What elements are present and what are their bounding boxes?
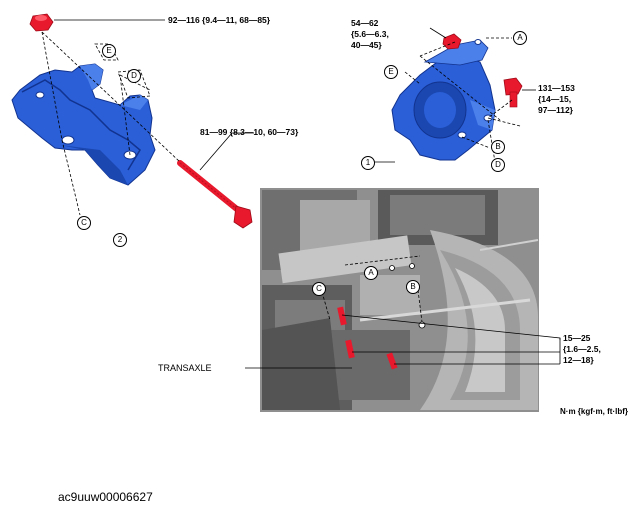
- figure-id: ac9uuw00006627: [58, 490, 153, 504]
- callout-d-left: D: [127, 69, 141, 83]
- dashed-guides: [41, 31, 521, 323]
- torque-label-photo-l2: {1.6—2.5,: [563, 344, 601, 354]
- callout-b-photo: B: [406, 280, 420, 294]
- units-label: N·m {kgf·m, ft·lbf}: [560, 407, 628, 416]
- torque-label-long-bolt: 81—99 {8.3—10, 60—73}: [200, 127, 299, 137]
- torque-label-photo-l3: 12—18}: [563, 355, 594, 365]
- callout-c-left: C: [77, 216, 91, 230]
- torque-label-photo-l1: 15—25: [563, 333, 591, 343]
- engine-mount-rubber: [391, 39, 496, 161]
- leader-lines: [54, 19, 561, 369]
- torque-label-right-l1: 131—153: [538, 83, 575, 93]
- callout-b-right: B: [491, 140, 505, 154]
- callout-a-photo: A: [364, 266, 378, 280]
- callout-2: 2: [113, 233, 127, 247]
- torque-label-right-l2: {14—15,: [538, 94, 572, 104]
- callout-d-right: D: [491, 158, 505, 172]
- callout-a-right: A: [513, 31, 527, 45]
- nut-top-left: [29, 13, 54, 32]
- nut-upper-right: [442, 33, 462, 50]
- torque-label-right-l3: 97—112}: [538, 105, 573, 115]
- torque-label-upper-right-l3: 40—45}: [351, 40, 382, 50]
- callout-1: 1: [361, 156, 375, 170]
- torque-label-upper-right-l2: {5.6—6.3,: [351, 29, 389, 39]
- callout-e-left: E: [102, 44, 116, 58]
- engine-photo: [260, 188, 539, 412]
- bolt-right: [503, 77, 523, 108]
- callout-c-photo: C: [312, 282, 326, 296]
- transaxle-label: TRANSAXLE: [158, 363, 212, 373]
- torque-label-top-nut: 92—116 {9.4—11, 68—85}: [168, 15, 271, 25]
- torque-label-upper-right-l1: 54—62: [351, 18, 379, 28]
- long-bolt: [177, 160, 253, 229]
- callout-e-right: E: [384, 65, 398, 79]
